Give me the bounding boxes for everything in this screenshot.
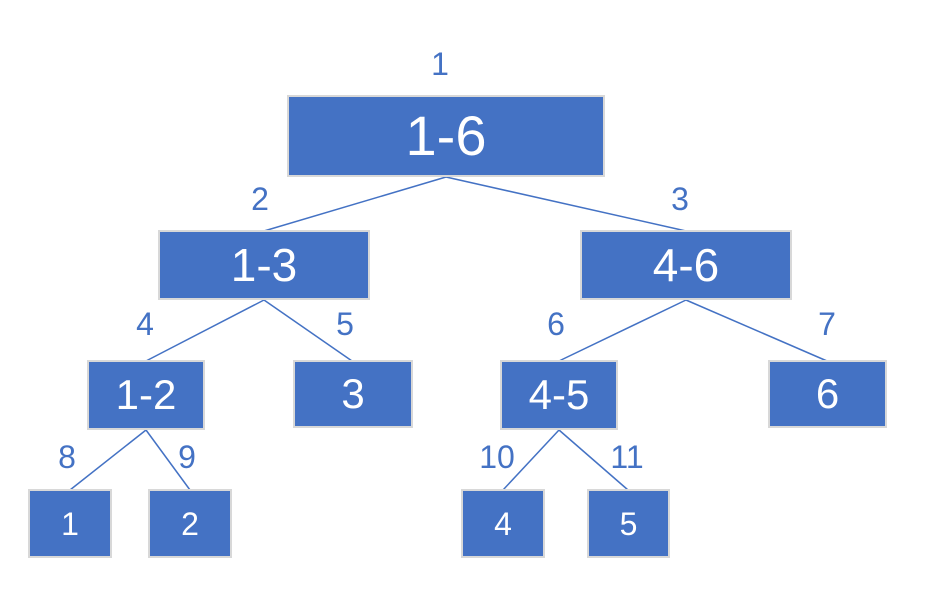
- edge-3-7: [685, 299, 828, 362]
- node-index-2: 2: [251, 181, 269, 217]
- node-index-4: 4: [136, 306, 154, 342]
- node-index-9: 9: [178, 439, 196, 475]
- node-index-1: 1: [431, 46, 449, 82]
- tree-node-4-5: 4-5: [500, 360, 618, 430]
- edge-1-3: [445, 176, 687, 232]
- edge-2-5: [263, 299, 353, 362]
- node-index-3: 3: [671, 181, 689, 217]
- tree-node-1-2: 1-2: [87, 360, 205, 430]
- tree-node-1-6: 1-6: [287, 95, 605, 177]
- node-index-5: 5: [336, 306, 354, 342]
- tree-node-1: 1: [28, 489, 112, 558]
- edge-1-2: [263, 176, 447, 232]
- node-index-6: 6: [547, 306, 565, 342]
- tree-node-6: 6: [768, 360, 887, 428]
- tree-node-1-3: 1-3: [158, 230, 370, 300]
- edge-4-9: [145, 429, 191, 491]
- tree-node-4: 4: [461, 489, 545, 558]
- tree-node-5: 5: [587, 489, 670, 558]
- node-index-8: 8: [58, 439, 76, 475]
- node-index-7: 7: [818, 306, 836, 342]
- edge-6-10: [502, 429, 560, 491]
- node-index-11: 11: [610, 439, 644, 475]
- tree-node-3: 3: [293, 360, 413, 428]
- edge-6-11: [558, 429, 629, 491]
- edge-4-8: [69, 429, 147, 491]
- edge-3-6: [558, 299, 687, 362]
- tree-node-2: 2: [148, 489, 232, 558]
- edge-2-4: [145, 299, 265, 362]
- tree-node-4-6: 4-6: [580, 230, 792, 300]
- node-index-10: 10: [479, 439, 515, 475]
